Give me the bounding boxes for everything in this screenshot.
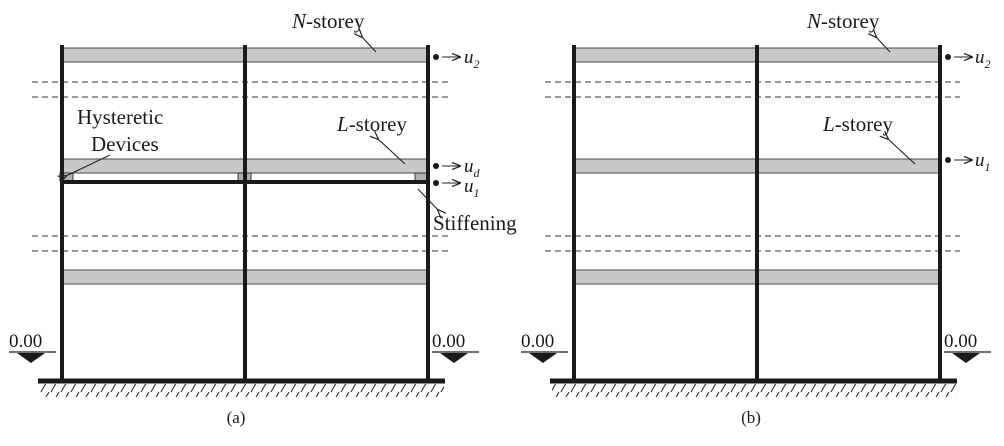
- svg-text:0.00: 0.00: [432, 331, 465, 352]
- svg-text:u1: u1: [975, 150, 991, 174]
- svg-text:ud: ud: [464, 156, 481, 180]
- columns-b: [572, 45, 942, 380]
- svg-text:u2: u2: [464, 47, 480, 71]
- ground-b: [550, 378, 957, 397]
- n-storey-label-b: N-storey: [806, 9, 880, 33]
- displacement-u1-a: u1: [433, 176, 480, 200]
- displacement-u2-b: u2: [945, 47, 991, 71]
- n-storey-label-a: N-storey: [291, 9, 365, 33]
- level-marker-left-a: 0.00: [9, 331, 56, 363]
- displacement-u2-a: u2: [433, 47, 480, 71]
- svg-text:0.00: 0.00: [521, 331, 554, 352]
- svg-text:0.00: 0.00: [9, 331, 42, 352]
- panel-a: N-storey L-storey Hysteretic Devices Sti…: [9, 9, 517, 427]
- caption-a: (a): [227, 408, 246, 427]
- level-marker-left-b: 0.00: [521, 331, 568, 363]
- stiffening-label: Stiffening: [433, 211, 517, 235]
- level-marker-right-a: 0.00: [432, 331, 479, 363]
- svg-text:0.00: 0.00: [944, 331, 977, 352]
- svg-text:u1: u1: [464, 176, 480, 200]
- level-marker-right-b: 0.00: [944, 331, 991, 363]
- l-storey-label-b: L-storey: [822, 112, 894, 136]
- caption-b: (b): [741, 408, 761, 427]
- l-storey-label-a: L-storey: [336, 112, 408, 136]
- hysteretic-label-line2: Devices: [91, 132, 159, 156]
- panel-b: N-storey L-storey u2 u1 0.00 0.00 (b): [521, 9, 991, 427]
- displacement-u1-b: u1: [945, 150, 991, 174]
- svg-text:u2: u2: [975, 47, 991, 71]
- displacement-ud-a: ud: [433, 156, 481, 180]
- ground-a: [38, 378, 445, 397]
- dashed-breaks-b: [545, 81, 960, 252]
- hysteretic-label-line1: Hysteretic: [77, 105, 163, 129]
- columns-a: [60, 45, 430, 380]
